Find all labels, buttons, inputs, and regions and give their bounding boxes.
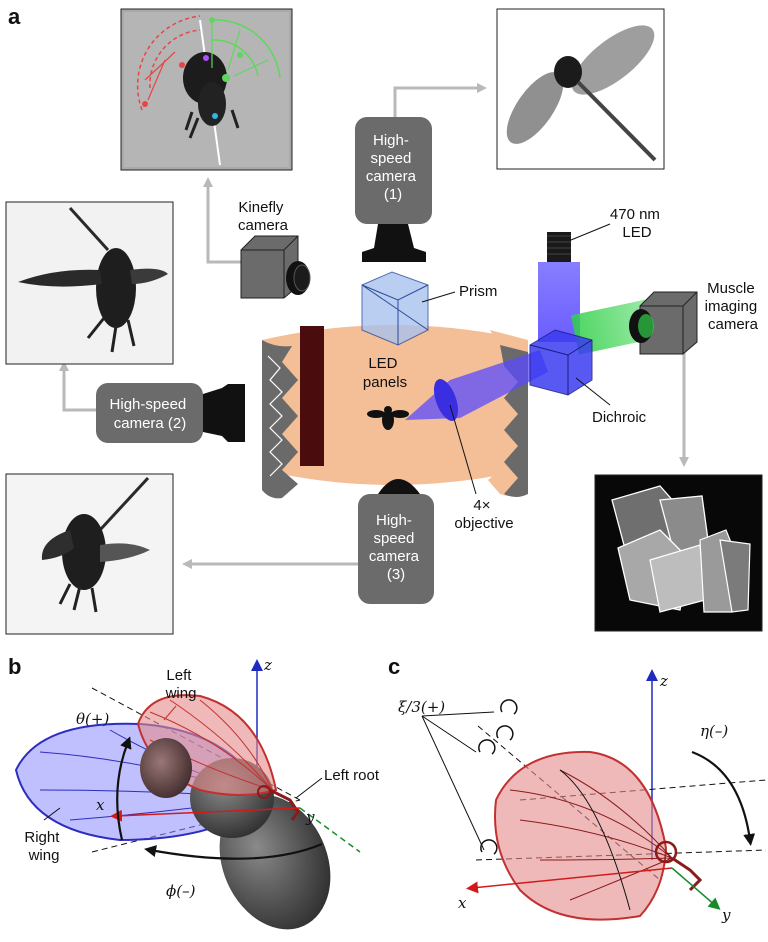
c-eta-arrow	[691, 750, 756, 846]
arrow-hs2-to-image	[59, 361, 96, 412]
kinefly-camera-icon	[240, 235, 311, 299]
c-x-axis	[466, 867, 673, 894]
c-y-axis	[671, 867, 721, 910]
fly-icon	[367, 406, 409, 430]
hs1-camera	[355, 117, 432, 262]
c-xi-label: ξ/3(+)	[398, 698, 445, 716]
flow-arrows	[59, 83, 689, 569]
b-phi-arrow	[144, 842, 323, 860]
panel-b-label: b	[8, 654, 21, 679]
muscle-camera-icon	[629, 291, 698, 355]
led-panels-label: LED panels	[363, 355, 407, 391]
b-fly-head	[140, 738, 192, 798]
dichroic-label: Dichroic	[592, 409, 647, 426]
hs3-camera	[358, 479, 434, 604]
dichroic-cube	[529, 329, 593, 396]
c-y-label: y	[721, 906, 731, 924]
prism-label: Prism	[459, 283, 497, 300]
c-eta-label: η(–)	[700, 722, 728, 740]
hs2-label: High-speed camera (2)	[110, 396, 191, 432]
led-470-label: 470 nm LED	[610, 206, 664, 241]
b-theta-arrow	[116, 736, 132, 841]
objective-label: 4× objective	[454, 497, 513, 532]
arrow-hs1-to-image	[393, 83, 487, 118]
b-y-label: y	[305, 808, 315, 826]
panel-b-diagram	[14, 659, 361, 930]
muscle-image	[594, 474, 763, 632]
leader-lines	[421, 223, 611, 495]
hs1-image	[496, 8, 665, 170]
b-right-wing-label: Right wing	[24, 829, 63, 864]
muscle-camera-label: Muscle imaging camera	[705, 280, 762, 333]
kinefly-camera-label: Kinefly camera	[238, 199, 289, 234]
prism-cube	[361, 271, 429, 346]
arrow-kinefly-path	[206, 238, 245, 264]
b-y-axis	[299, 807, 361, 853]
panel-c-label: c	[388, 654, 400, 679]
led-dark-stripe	[300, 326, 324, 466]
c-z-label: z	[659, 672, 668, 690]
b-theta-label: θ(+)	[76, 710, 109, 728]
panel-c-diagram	[421, 669, 767, 921]
b-phi-label: ϕ(–)	[166, 882, 196, 900]
kinefly-image	[120, 8, 293, 171]
b-x-axis	[110, 807, 301, 822]
b-z-label: z	[263, 656, 272, 674]
hs2-camera	[96, 383, 245, 443]
hs3-image	[5, 473, 174, 635]
b-left-wing-label: Left wing	[165, 667, 197, 702]
hs2-image	[5, 201, 174, 365]
led-470-source	[538, 232, 580, 342]
c-x-label: x	[458, 894, 467, 912]
hs3-label: High- speed camera (3)	[369, 512, 423, 583]
b-x-label: x	[96, 796, 105, 814]
c-xi-rotation-icons	[478, 699, 518, 855]
panel-a-label: a	[8, 4, 21, 29]
b-left-root-label: Left root	[324, 767, 380, 784]
hs1-label: High- speed camera (1)	[366, 132, 420, 203]
